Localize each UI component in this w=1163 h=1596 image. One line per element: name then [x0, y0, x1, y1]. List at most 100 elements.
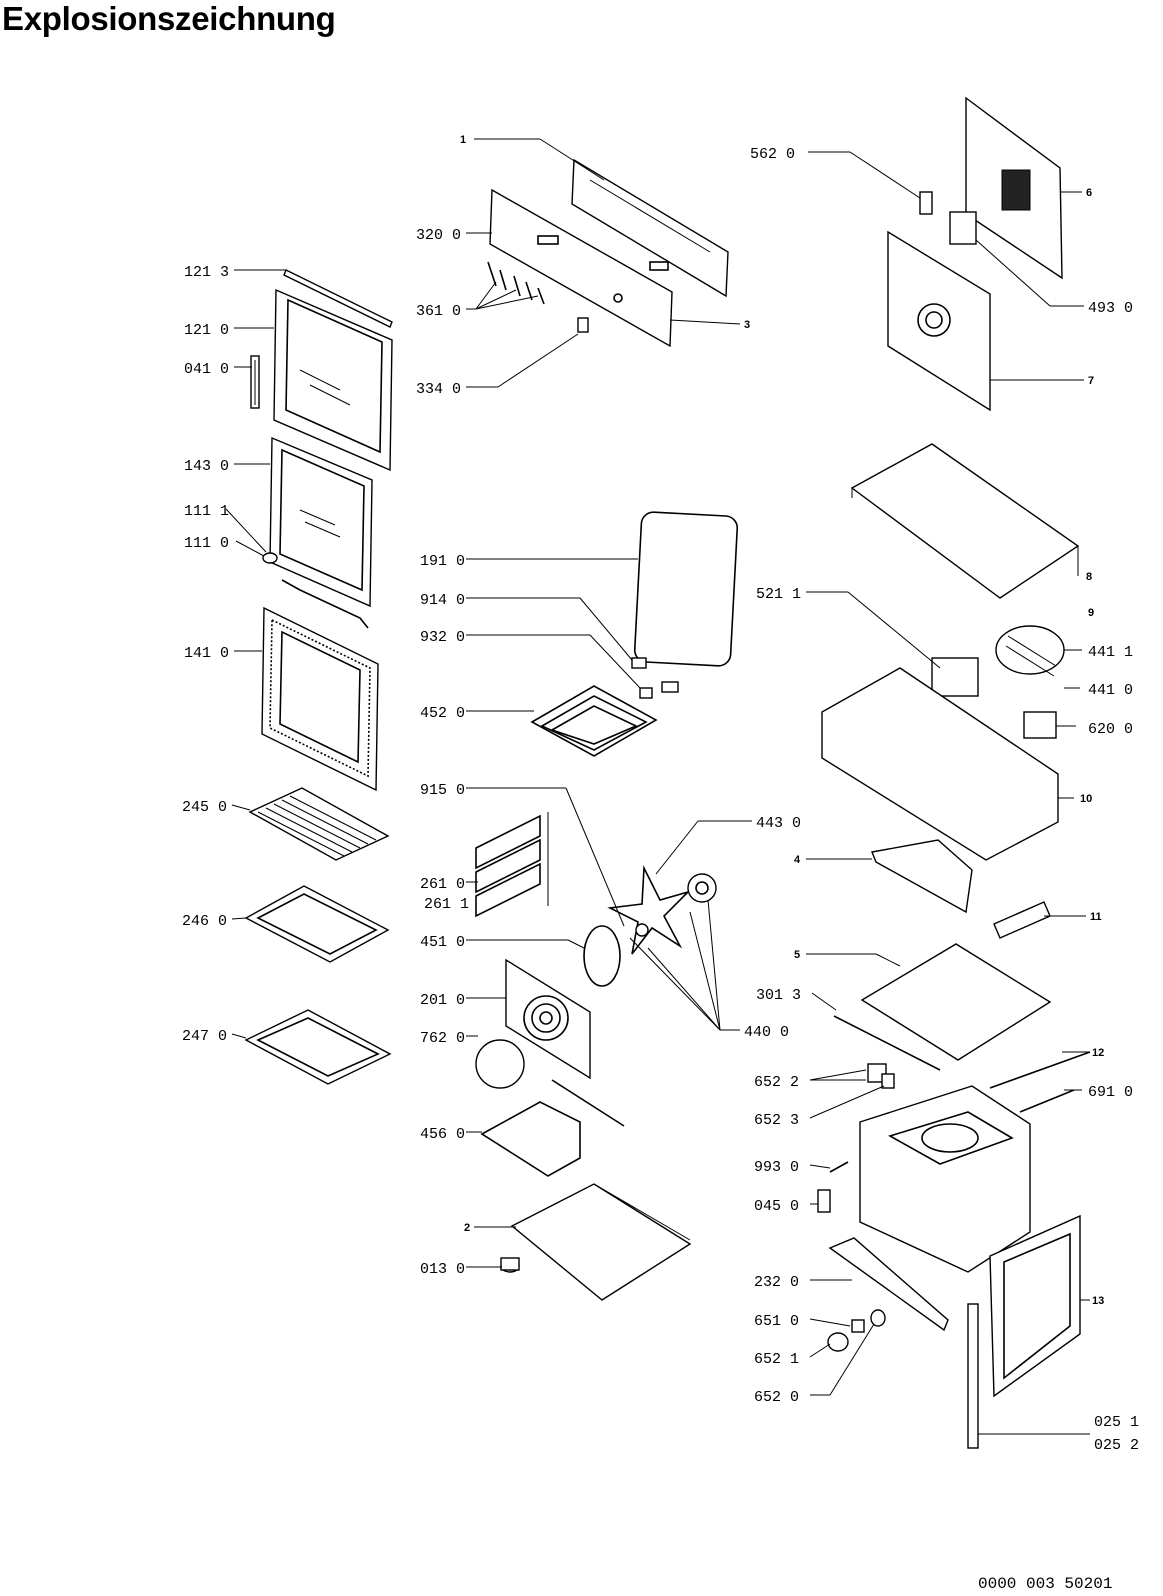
leader-lines	[225, 138, 1090, 1435]
label-451-0: 451 0	[420, 934, 465, 951]
label-762-0: 762 0	[420, 1030, 465, 1047]
label-932-0: 932 0	[420, 629, 465, 646]
strip-part	[833, 1015, 941, 1071]
control-panel-bracket-part	[571, 158, 729, 298]
side-panel-part	[989, 1214, 1081, 1398]
label-045-0: 045 0	[754, 1198, 799, 1215]
label-915-0: 915 0	[420, 782, 465, 799]
label-10: 10	[1080, 793, 1092, 805]
label-652-3: 652 3	[754, 1112, 799, 1129]
control-housing-part	[821, 667, 1059, 861]
label-9: 9	[1088, 607, 1094, 619]
grill-element-part	[480, 1079, 625, 1177]
label-8: 8	[1086, 571, 1092, 583]
label-143-0: 143 0	[184, 458, 229, 475]
oven-cavity-part	[859, 1085, 1031, 1273]
inner-door-frame-part	[269, 436, 373, 608]
label-247-0: 247 0	[182, 1028, 227, 1045]
control-module-part	[931, 657, 979, 697]
label-5: 5	[794, 949, 800, 961]
label-191-0: 191 0	[420, 553, 465, 570]
switch-part	[1023, 711, 1057, 739]
baking-tray-part	[244, 885, 390, 963]
side-trim-part	[967, 1303, 979, 1449]
fan-part	[607, 864, 691, 955]
clip-part	[919, 191, 933, 215]
lamp-holder-part	[631, 657, 679, 699]
label-652-2: 652 2	[754, 1074, 799, 1091]
label-2: 2	[464, 1222, 470, 1234]
label-6: 6	[1086, 187, 1092, 199]
label-013-0: 013 0	[420, 1261, 465, 1278]
deflector-part	[871, 839, 973, 914]
screws-part	[487, 261, 545, 305]
door-top-strip-part	[283, 269, 393, 328]
cooling-fan-part	[995, 625, 1065, 677]
label-914-0: 914 0	[420, 592, 465, 609]
label-441-1: 441 1	[1088, 644, 1133, 661]
relay-part	[949, 211, 977, 245]
label-111-0: 111 0	[184, 535, 229, 552]
label-041-0: 041 0	[184, 361, 229, 378]
label-232-0: 232 0	[754, 1274, 799, 1291]
label-261-1: 261 1	[424, 896, 469, 913]
rear-bracket-part	[887, 230, 991, 412]
wire-rack-part	[248, 787, 390, 861]
lamp-cover-part	[475, 1039, 525, 1089]
label-025-2: 025 2	[1094, 1437, 1139, 1454]
door-outer-frame-part	[273, 288, 393, 472]
label-993-0: 993 0	[754, 1159, 799, 1176]
knob-part	[577, 317, 589, 333]
rear-panel-fan-cover-part	[505, 958, 591, 1080]
document-number: 0000 003 50201	[978, 1575, 1112, 1593]
label-691-0: 691 0	[1088, 1084, 1133, 1101]
oven-seal-part	[633, 511, 739, 667]
screw-part	[829, 1161, 849, 1173]
label-4: 4	[794, 854, 801, 866]
fan-motor-part	[687, 873, 717, 903]
label-361-0: 361 0	[416, 303, 461, 320]
label-025-1: 025 1	[1094, 1414, 1139, 1431]
label-441-0: 441 0	[1088, 682, 1133, 699]
heating-element-top-part	[530, 685, 658, 757]
deep-tray-part	[244, 1009, 392, 1085]
label-245-0: 245 0	[182, 799, 227, 816]
label-246-0: 246 0	[182, 913, 227, 930]
label-13: 13	[1092, 1295, 1104, 1307]
label-7: 7	[1088, 375, 1094, 387]
label-443-0: 443 0	[756, 815, 801, 832]
label-201-0: 201 0	[420, 992, 465, 1009]
label-111-1: 111 1	[184, 503, 229, 520]
label-493-0: 493 0	[1088, 300, 1133, 317]
label-3: 3	[744, 319, 750, 331]
circular-heating-element-part	[583, 925, 621, 987]
door-inner-glass-part	[261, 606, 379, 792]
rear-cover-plate-part	[965, 96, 1063, 280]
top-cover-part	[850, 443, 1080, 599]
oven-base-plate-part	[860, 943, 1052, 1061]
bottom-plate-part	[510, 1183, 692, 1301]
latch-part	[817, 1189, 831, 1213]
label-121-3: 121 3	[184, 264, 229, 281]
control-panel-fascia-part	[489, 188, 673, 348]
knob-set-part	[827, 1309, 886, 1352]
label-652-1: 652 1	[754, 1351, 799, 1368]
part-labels: 121 3 121 0 041 0 143 0 111 1 111 0 141 …	[182, 134, 1139, 1454]
label-1: 1	[460, 134, 466, 146]
page-title: Explosionszeichnung	[2, 0, 336, 37]
label-121-0: 121 0	[184, 322, 229, 339]
label-11: 11	[1090, 911, 1102, 923]
label-452-0: 452 0	[420, 705, 465, 722]
label-456-0: 456 0	[420, 1126, 465, 1143]
label-652-0: 652 0	[754, 1389, 799, 1406]
label-521-1: 521 1	[756, 586, 801, 603]
label-334-0: 334 0	[416, 381, 461, 398]
lamp-part	[867, 1063, 895, 1089]
door-hinge-part	[262, 552, 369, 629]
label-320-0: 320 0	[416, 227, 461, 244]
label-651-0: 651 0	[754, 1313, 799, 1330]
bottom-rail-part	[828, 1237, 949, 1332]
label-141-0: 141 0	[184, 645, 229, 662]
label-440-0: 440 0	[744, 1024, 789, 1041]
